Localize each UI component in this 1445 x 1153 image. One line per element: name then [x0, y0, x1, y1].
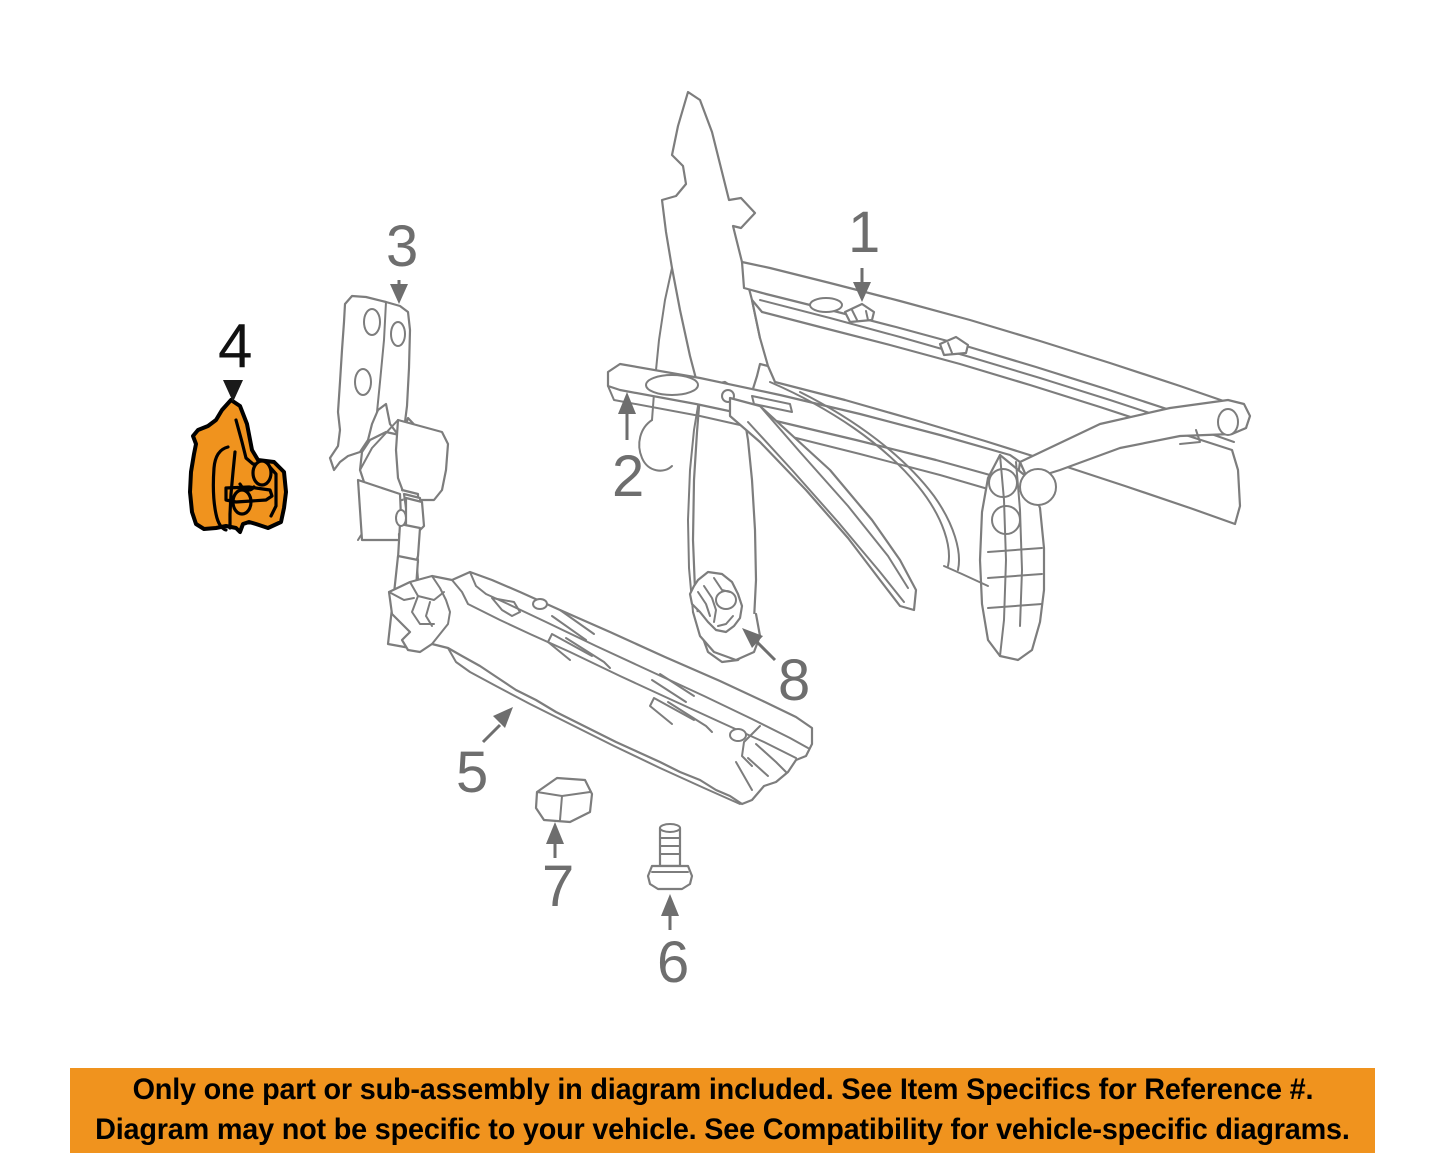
part-reinforcement-bracket-highlighted [188, 398, 288, 534]
callout-2-label: 2 [612, 444, 644, 509]
callout-8-label: 8 [778, 648, 810, 713]
callout-4-label: 4 [218, 312, 252, 381]
callout-3: 3 [386, 214, 418, 304]
callout-1: 1 [848, 200, 880, 302]
callout-5-label: 5 [456, 740, 488, 805]
disclaimer-banner: Only one part or sub-assembly in diagram… [70, 1068, 1375, 1153]
callout-3-label: 3 [386, 214, 418, 279]
callout-6-label: 6 [657, 930, 689, 995]
callout-1-label: 1 [848, 200, 880, 265]
part-spacer-block [534, 776, 594, 824]
callout-7-label: 7 [542, 854, 574, 919]
callout-7: 7 [542, 822, 574, 919]
callout-2: 2 [612, 392, 644, 509]
part-lower-crossmember [387, 570, 814, 806]
disclaimer-line-2: Diagram may not be specific to your vehi… [95, 1112, 1350, 1146]
part-mounting-clip [688, 570, 744, 634]
callout-5: 5 [456, 707, 513, 805]
part-radiator-core-support [606, 90, 1252, 664]
callout-8: 8 [742, 628, 810, 713]
callout-6: 6 [657, 894, 689, 995]
disclaimer-line-1: Only one part or sub-assembly in diagram… [132, 1072, 1313, 1106]
callout-4: 4 [218, 312, 252, 402]
part-flange-bolt [646, 823, 694, 891]
